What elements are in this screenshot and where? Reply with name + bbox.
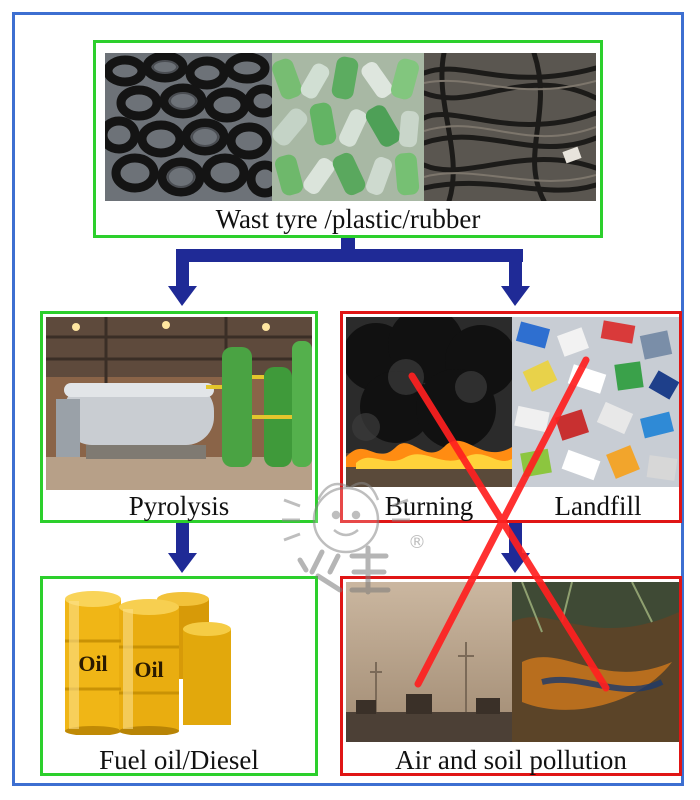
pollution-label: Air and soil pollution bbox=[395, 745, 627, 775]
oil-drums-photo: Oil Oil bbox=[61, 585, 231, 735]
outer-frame bbox=[12, 12, 684, 786]
fuel-oil-box: Oil Oil Fuel oil/Diesel bbox=[40, 576, 318, 776]
pyrolysis-plant-photo bbox=[46, 317, 312, 490]
air-pollution-photo bbox=[346, 582, 512, 742]
landfill-photo bbox=[512, 317, 679, 487]
rubber-scrap-photo bbox=[424, 53, 596, 201]
pyrolysis-label: Pyrolysis bbox=[128, 491, 230, 521]
source-box: Wast tyre /plastic/rubber bbox=[93, 40, 603, 238]
pollution-box: Air and soil pollution bbox=[340, 576, 682, 776]
pyrolysis-box: Pyrolysis bbox=[40, 311, 318, 523]
plastic-bottles-photo bbox=[272, 53, 424, 201]
waste-tyres-photo bbox=[105, 53, 272, 201]
drum-oil-text: Oil bbox=[78, 651, 107, 676]
burning-label: Burning bbox=[384, 491, 474, 521]
burning-photo bbox=[346, 317, 512, 487]
soil-pollution-photo bbox=[512, 582, 679, 742]
source-label: Wast tyre /plastic/rubber bbox=[215, 204, 481, 234]
burning-landfill-box: Burning Landfill bbox=[340, 311, 682, 523]
drum-oil-text-2: Oil bbox=[134, 657, 163, 682]
landfill-label: Landfill bbox=[554, 491, 642, 521]
fuel-oil-label: Fuel oil/Diesel bbox=[99, 745, 259, 775]
